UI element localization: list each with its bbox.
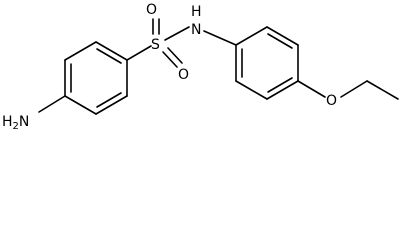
bond [95, 41, 128, 61]
double-bond-inner [96, 48, 122, 64]
double-bond-inner [267, 77, 293, 93]
amine-h: H [2, 114, 13, 130]
bond-c-n-amine [38, 95, 66, 113]
bond [64, 95, 97, 115]
oxygen-top-label: O [146, 2, 157, 18]
ring-aminophenyl [64, 41, 128, 115]
bond-c-s [126, 45, 152, 61]
ethoxy-group: O [297, 80, 399, 109]
ring-ethoxyphenyl [235, 26, 299, 100]
bond-s-n [164, 26, 190, 41]
bond [95, 95, 128, 115]
oxygen-bottom-label: O [178, 67, 189, 83]
bond [266, 26, 299, 46]
bond [235, 26, 268, 46]
bond [64, 41, 97, 61]
sulfur-label: S [151, 37, 160, 53]
sulfonyl-group: S O O [126, 2, 190, 83]
amine-label: H2N [2, 114, 29, 132]
bond-n-c [203, 30, 237, 46]
nh-n-label: N [191, 22, 201, 38]
nh-group: N H [191, 4, 237, 46]
structure-drawing: H2N S O O N H O [2, 2, 399, 132]
bond-ch2-ch3 [366, 80, 399, 100]
bond [235, 80, 268, 100]
double-bond-inner [96, 92, 122, 108]
chemical-structure: H2N S O O N H O [2, 2, 399, 132]
amino-group: H2N [2, 95, 66, 132]
ether-oxygen-label: O [326, 93, 337, 109]
double-bond-s-o-bottom [167, 47, 183, 64]
double-bond-inner [267, 33, 293, 49]
amine-h-subscript: 2 [13, 121, 19, 132]
nh-h-label: H [191, 4, 202, 20]
bond [266, 80, 299, 100]
amine-n: N [19, 114, 29, 130]
bond-o-ch2 [340, 80, 368, 98]
bond-c-o [297, 80, 326, 98]
double-bond-s-o-bottom [162, 51, 178, 68]
